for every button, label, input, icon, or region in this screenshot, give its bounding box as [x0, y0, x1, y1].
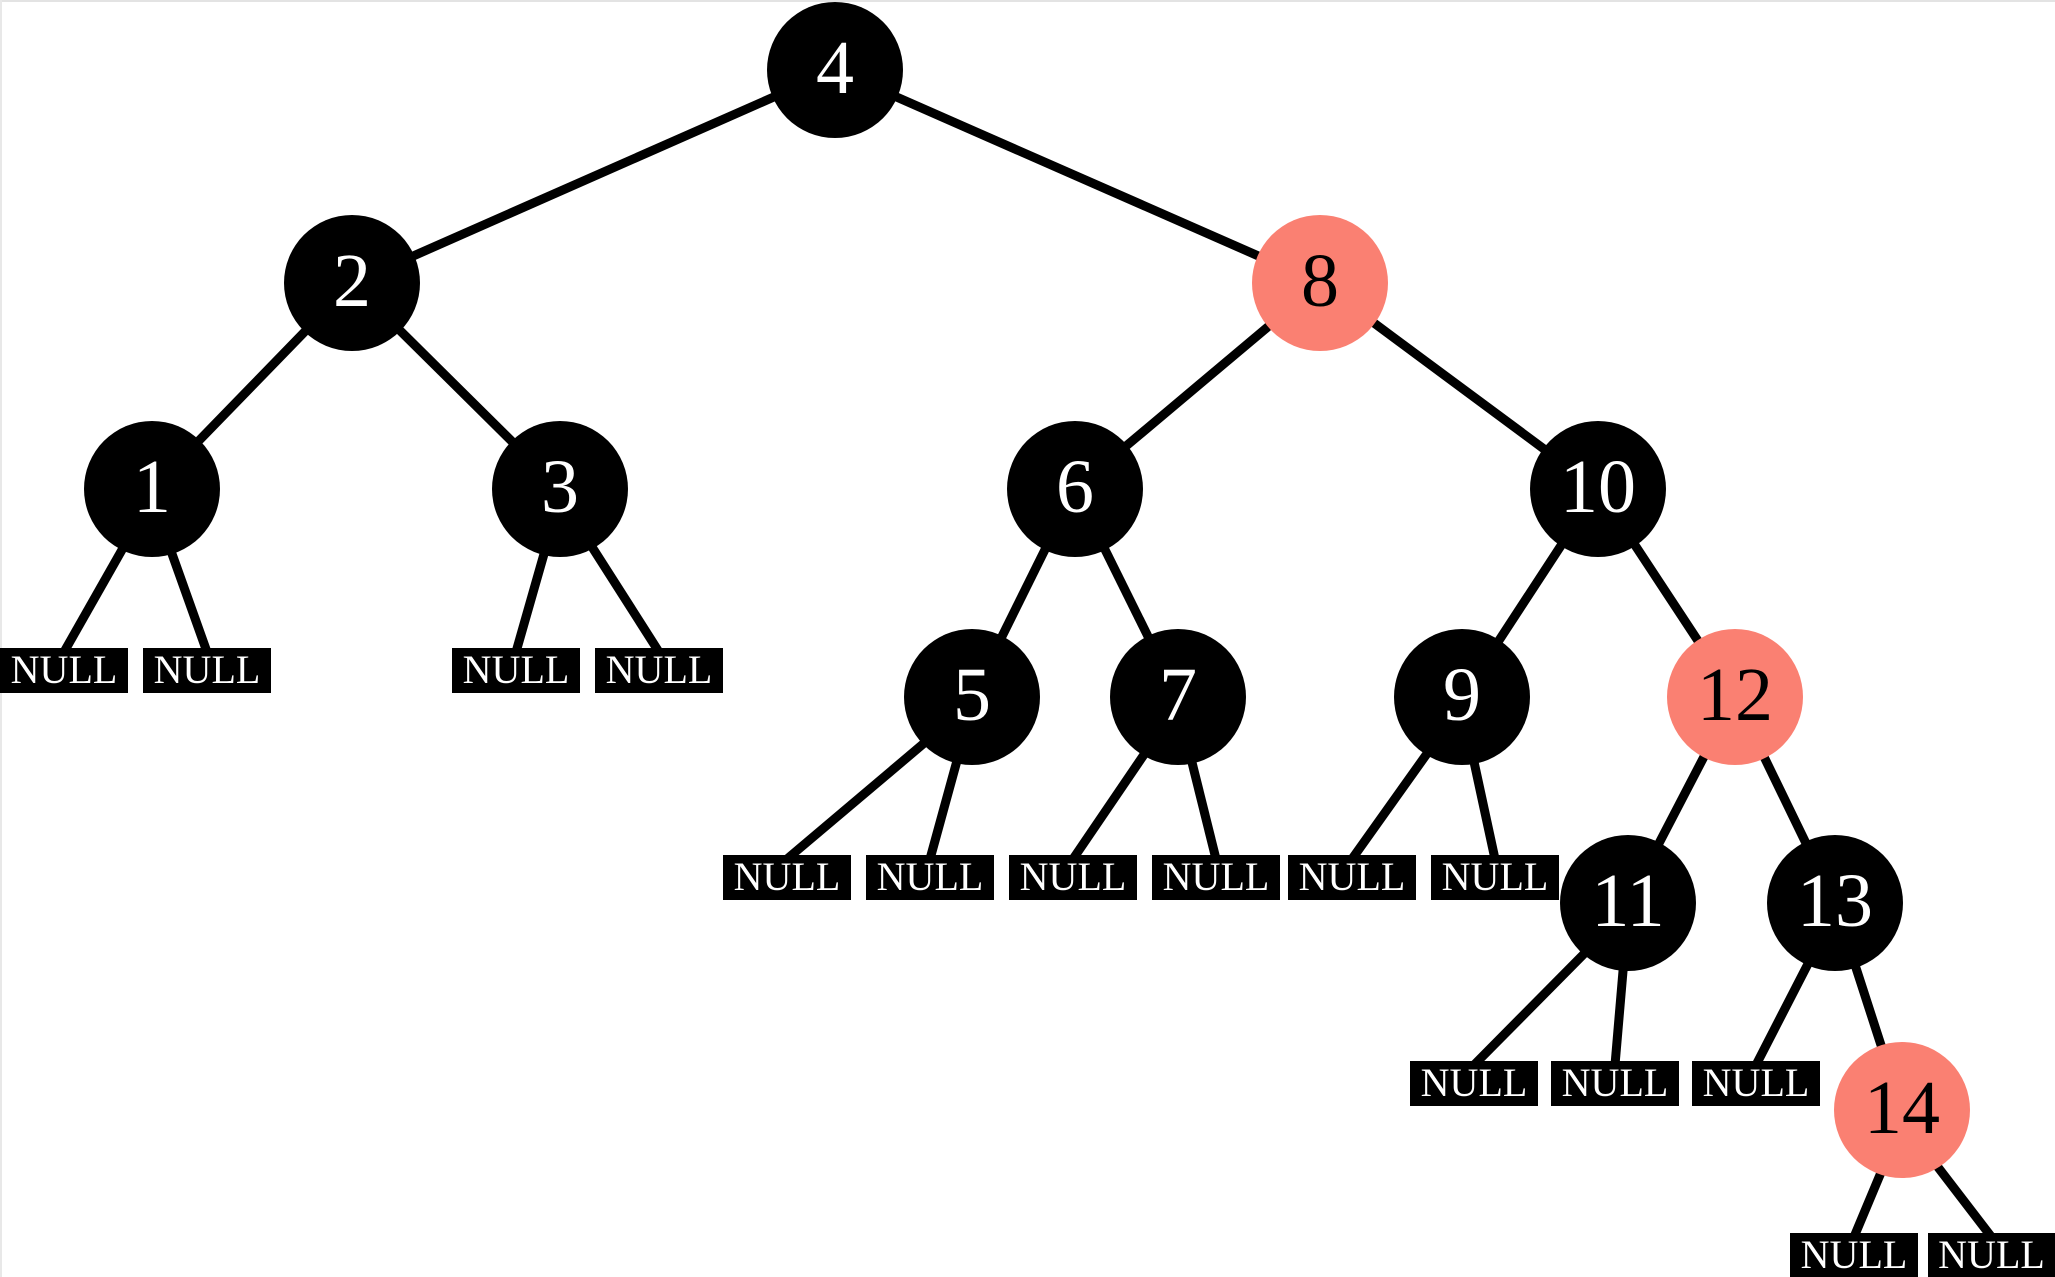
- null-leaf-box: NULL: [1288, 855, 1416, 900]
- tree-edge: [1367, 316, 1551, 456]
- null-leaf-box: NULL: [0, 648, 128, 693]
- tree-edge: [1849, 1167, 1887, 1239]
- tree-edge: [995, 542, 1052, 644]
- null-leaf-label: NULL: [1298, 853, 1406, 899]
- tree-node-12[interactable]: 12: [1667, 629, 1803, 765]
- null-leaf-box: NULL: [1410, 1061, 1538, 1106]
- tree-node-3[interactable]: 3: [492, 421, 628, 557]
- tree-node-label: 2: [333, 239, 371, 323]
- null-leaf-label: NULL: [1019, 853, 1127, 899]
- tree-node-label: 8: [1301, 239, 1339, 323]
- null-leaf-box: NULL: [866, 855, 994, 900]
- null-leaf-box: NULL: [1692, 1061, 1820, 1106]
- tree-edge: [1186, 756, 1221, 861]
- tree-edge: [165, 546, 212, 654]
- null-leaf-box: NULL: [1551, 1061, 1679, 1106]
- tree-edge: [1492, 538, 1568, 648]
- null-leaf-label: NULL: [1561, 1059, 1669, 1105]
- top-border-rule: [0, 0, 2055, 2]
- tree-node-label: 9: [1443, 653, 1481, 737]
- tree-edge: [1849, 960, 1888, 1053]
- tree-node-label: 1: [133, 445, 171, 529]
- null-leaf-label: NULL: [605, 646, 713, 692]
- tree-node-label: 11: [1591, 859, 1665, 943]
- null-leaf-box: NULL: [1790, 1233, 1918, 1277]
- tree-node-label: 14: [1864, 1066, 1940, 1150]
- tree-node-6[interactable]: 6: [1007, 421, 1143, 557]
- tree-node-label: 5: [953, 653, 991, 737]
- tree-node-label: 6: [1056, 445, 1094, 529]
- tree-edge: [784, 736, 931, 863]
- tree-node-label: 4: [816, 26, 854, 110]
- tree-node-label: 13: [1797, 859, 1873, 943]
- tree-node-label: 10: [1560, 445, 1636, 529]
- tree-edge: [60, 542, 129, 655]
- null-leaf-label: NULL: [10, 646, 118, 692]
- null-leaf-label: NULL: [1800, 1231, 1908, 1277]
- tree-edge: [511, 548, 550, 654]
- tree-edge: [191, 324, 313, 448]
- tree-node-8[interactable]: 8: [1252, 215, 1388, 351]
- tree-edge: [1468, 757, 1500, 860]
- null-leaf-box: NULL: [143, 648, 271, 693]
- tree-edge: [1628, 538, 1705, 648]
- null-leaf-label: NULL: [1441, 853, 1549, 899]
- tree-node-label: 7: [1159, 653, 1197, 737]
- tree-edge: [1751, 957, 1815, 1068]
- null-leaf-label: NULL: [1702, 1059, 1810, 1105]
- tree-edge: [925, 756, 963, 861]
- tree-edge: [585, 540, 663, 655]
- null-leaf-box: NULL: [595, 648, 723, 693]
- null-leaf-box: NULL: [723, 855, 851, 900]
- tree-node-13[interactable]: 13: [1767, 835, 1903, 971]
- tree-edge: [1470, 946, 1591, 1069]
- tree-edge: [1652, 749, 1711, 851]
- tree-node-11[interactable]: 11: [1560, 835, 1696, 971]
- tree-node-2[interactable]: 2: [284, 215, 420, 351]
- tree-node-10[interactable]: 10: [1530, 421, 1666, 557]
- null-leaf-box: NULL: [1152, 855, 1280, 900]
- tree-node-label: 12: [1697, 653, 1773, 737]
- tree-node-5[interactable]: 5: [904, 629, 1040, 765]
- tree-node-1[interactable]: 1: [84, 421, 220, 557]
- tree-node-label: 3: [541, 445, 579, 529]
- tree-edge: [1348, 747, 1434, 862]
- null-leaf-box: NULL: [1431, 855, 1559, 900]
- tree-edge: [889, 90, 1266, 263]
- null-leaf-label: NULL: [1420, 1059, 1528, 1105]
- tree-edge: [1119, 319, 1276, 453]
- tree-node-9[interactable]: 9: [1394, 629, 1530, 765]
- null-leaf-label: NULL: [1162, 853, 1270, 899]
- left-border-rule: [0, 0, 2, 1277]
- tree-node-14[interactable]: 14: [1834, 1042, 1970, 1178]
- null-leaf-label: NULL: [876, 853, 984, 899]
- null-leaf-label: NULL: [733, 853, 841, 899]
- tree-edge: [406, 90, 781, 263]
- tree-edge: [1758, 750, 1812, 850]
- null-leaf-label: NULL: [462, 646, 570, 692]
- null-leaf-box: NULL: [1009, 855, 1137, 900]
- null-leaf-label: NULL: [1938, 1231, 2045, 1277]
- null-leaf-box: NULL: [1928, 1233, 2055, 1277]
- tree-edge: [1069, 748, 1151, 862]
- tree-edge: [1930, 1160, 1996, 1240]
- tree-edge: [392, 323, 520, 449]
- tree-node-4[interactable]: 4: [767, 2, 903, 138]
- null-leaf-box: NULL: [452, 648, 580, 693]
- tree-edge: [1098, 542, 1155, 644]
- tree-edge: [1610, 964, 1629, 1066]
- tree-node-7[interactable]: 7: [1110, 629, 1246, 765]
- null-leaf-label: NULL: [153, 646, 261, 692]
